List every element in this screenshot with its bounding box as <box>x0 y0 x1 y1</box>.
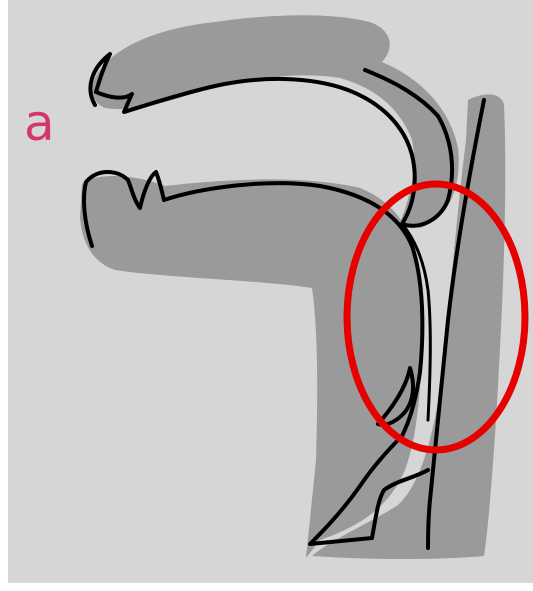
panel-label: a <box>24 98 55 148</box>
